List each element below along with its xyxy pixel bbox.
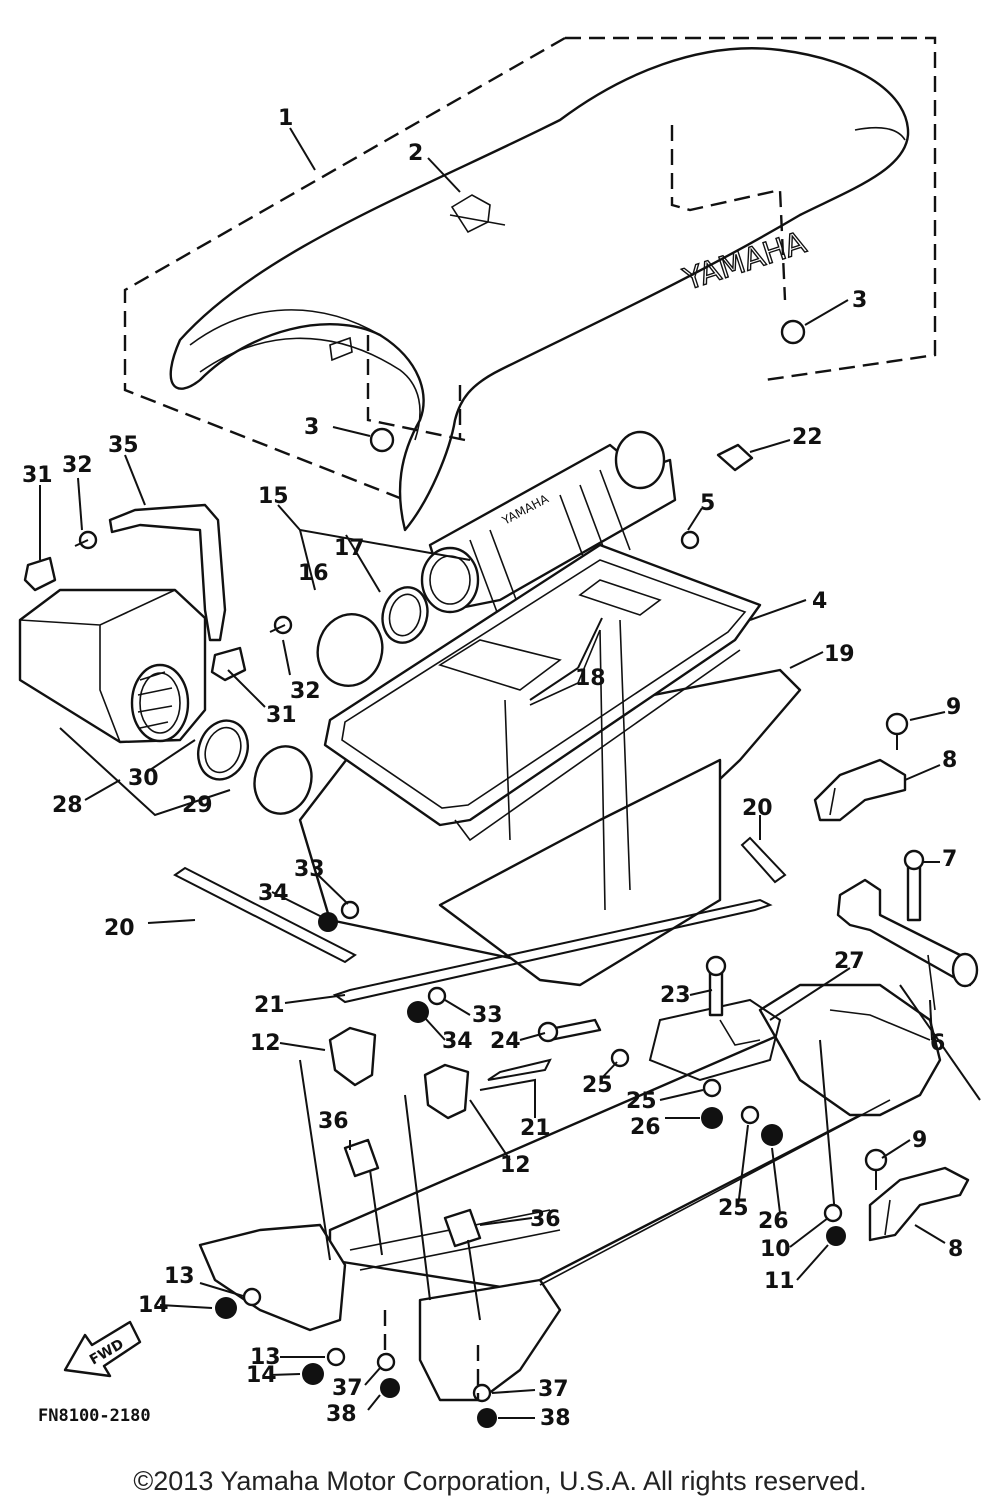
leader-lines bbox=[39, 127, 946, 1419]
callout-20-right: 20 bbox=[742, 796, 773, 821]
copyright-notice: ©2013 Yamaha Motor Corporation, U.S.A. A… bbox=[133, 1466, 867, 1496]
callout-38-left: 38 bbox=[326, 1402, 357, 1427]
callout-20-left: 20 bbox=[104, 916, 135, 941]
callout-9-bottom: 9 bbox=[912, 1128, 927, 1153]
callout-8-top: 8 bbox=[942, 748, 957, 773]
callout-33-mid: 33 bbox=[472, 1003, 503, 1028]
callout-36-left: 36 bbox=[318, 1109, 349, 1134]
callout-15: 15 bbox=[258, 484, 289, 509]
callout-28: 28 bbox=[52, 793, 83, 818]
grip-handles bbox=[813, 712, 970, 1242]
strap-and-brackets bbox=[23, 503, 293, 682]
callout-2: 2 bbox=[408, 141, 423, 166]
callout-3-rear: 3 bbox=[852, 288, 867, 313]
callout-11: 11 bbox=[764, 1269, 795, 1294]
callout-34-top: 34 bbox=[258, 881, 289, 906]
callout-6: 6 bbox=[930, 1031, 945, 1056]
callout-7: 7 bbox=[942, 847, 957, 872]
callout-14-left: 14 bbox=[138, 1293, 169, 1318]
blocks bbox=[343, 1138, 482, 1321]
callout-26-mid: 26 bbox=[630, 1115, 661, 1140]
callout-17: 17 bbox=[334, 536, 365, 561]
callout-38-right: 38 bbox=[540, 1406, 571, 1431]
callout-33-top: 33 bbox=[294, 857, 325, 882]
seat-assembly: YAMAHA bbox=[123, 36, 937, 532]
callout-12-mid: 12 bbox=[500, 1153, 531, 1178]
intake-duct: YAMAHA bbox=[420, 430, 677, 621]
callout-19: 19 bbox=[824, 642, 855, 667]
callout-26-bottom: 26 bbox=[758, 1209, 789, 1234]
bolts bbox=[537, 955, 727, 1043]
callout-37-right: 37 bbox=[538, 1377, 569, 1402]
callout-21-left: 21 bbox=[254, 993, 285, 1018]
callout-31-mid: 31 bbox=[266, 703, 297, 728]
callout-32-mid: 32 bbox=[290, 679, 321, 704]
handle-bar bbox=[836, 849, 979, 1011]
callout-37-left: 37 bbox=[332, 1376, 363, 1401]
callout-labels: 1 2 3 3 22 5 4 19 18 15 16 17 31 32 35 3… bbox=[22, 106, 963, 1431]
callout-3-front: 3 bbox=[304, 415, 319, 440]
callout-14-bottom: 14 bbox=[246, 1363, 277, 1388]
callout-35: 35 bbox=[108, 433, 139, 458]
callout-9-top: 9 bbox=[946, 695, 961, 720]
callout-16: 16 bbox=[298, 561, 329, 586]
callout-10: 10 bbox=[760, 1237, 791, 1262]
callout-13-bottom: 13 bbox=[250, 1345, 281, 1370]
callout-22: 22 bbox=[792, 425, 823, 450]
callout-1: 1 bbox=[278, 106, 293, 131]
callout-34-mid: 34 bbox=[442, 1029, 473, 1054]
callout-25-bottom: 25 bbox=[718, 1196, 749, 1221]
callout-12-left: 12 bbox=[250, 1031, 281, 1056]
airbox-tray bbox=[173, 543, 802, 1081]
callout-21-mid: 21 bbox=[520, 1116, 551, 1141]
callout-23: 23 bbox=[660, 983, 691, 1008]
callout-27: 27 bbox=[834, 949, 865, 974]
callout-32-top: 32 bbox=[62, 453, 93, 478]
callout-18: 18 bbox=[575, 666, 606, 691]
hardware bbox=[215, 443, 846, 1428]
callout-8-bottom: 8 bbox=[948, 1237, 963, 1262]
callout-31-top: 31 bbox=[22, 463, 53, 488]
exploded-parts-diagram: YAMAHA YAMAHA bbox=[18, 36, 981, 1431]
callout-25-left: 25 bbox=[582, 1073, 613, 1098]
callout-5: 5 bbox=[700, 491, 715, 516]
diagram-part-code: FN8100-2180 bbox=[38, 1406, 151, 1426]
callout-29: 29 bbox=[182, 793, 213, 818]
callout-25-mid: 25 bbox=[626, 1089, 657, 1114]
callout-36-right: 36 bbox=[530, 1207, 561, 1232]
clamps bbox=[328, 1026, 470, 1120]
callout-30: 30 bbox=[128, 766, 159, 791]
callout-13-left: 13 bbox=[164, 1264, 195, 1289]
air-intake-box bbox=[18, 586, 429, 815]
callout-24: 24 bbox=[490, 1029, 521, 1054]
callout-4: 4 bbox=[812, 589, 827, 614]
lower-frame bbox=[198, 983, 981, 1402]
forward-arrow-mark: FWD bbox=[63, 1320, 142, 1378]
